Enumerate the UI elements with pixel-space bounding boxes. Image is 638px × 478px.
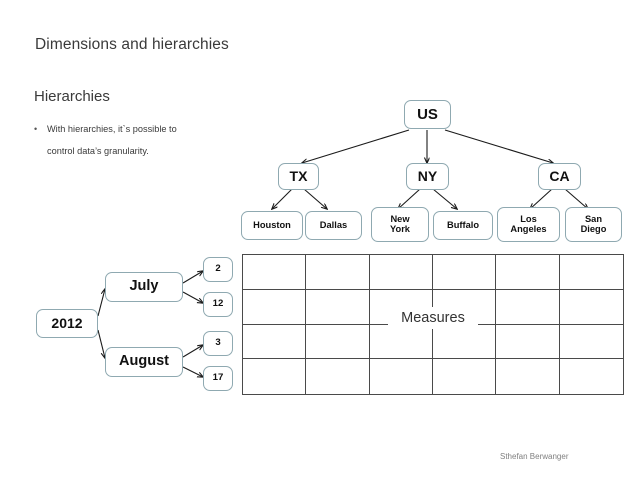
measures-cell[interactable] bbox=[243, 324, 307, 360]
node-ny[interactable]: NY bbox=[406, 163, 449, 190]
measures-cell[interactable] bbox=[306, 255, 370, 290]
node-day-3[interactable]: 3 bbox=[203, 331, 233, 356]
measures-cell[interactable] bbox=[433, 359, 497, 394]
measures-cell[interactable] bbox=[496, 255, 560, 290]
list-item: • With hierarchies, it`s possible to bbox=[34, 118, 239, 140]
node-new-york-line-2: York bbox=[390, 223, 410, 234]
measures-cell[interactable] bbox=[560, 359, 623, 394]
node-year-2012[interactable]: 2012 bbox=[36, 309, 98, 338]
section-title: Hierarchies bbox=[34, 88, 110, 105]
measures-grid bbox=[242, 254, 624, 395]
measures-cell[interactable] bbox=[243, 359, 307, 394]
measures-cell[interactable] bbox=[369, 255, 433, 290]
node-dallas[interactable]: Dallas bbox=[305, 211, 362, 240]
node-tx[interactable]: TX bbox=[278, 163, 319, 190]
bullet-text-line-2: control data’s granularity. bbox=[47, 146, 149, 156]
measures-cell[interactable] bbox=[370, 359, 433, 394]
bullet-text-line-1: With hierarchies, it`s possible to bbox=[47, 124, 177, 134]
list-item-continuation: control data’s granularity. bbox=[34, 140, 239, 162]
node-san-diego[interactable]: San Diego bbox=[565, 207, 622, 242]
node-houston[interactable]: Houston bbox=[241, 211, 303, 240]
bullet-point-icon: • bbox=[34, 124, 38, 134]
measures-cell[interactable] bbox=[496, 324, 560, 360]
measures-cell[interactable] bbox=[369, 289, 433, 325]
node-us[interactable]: US bbox=[404, 100, 451, 129]
measures-cell[interactable] bbox=[243, 255, 307, 290]
node-new-york[interactable]: New York bbox=[371, 207, 429, 242]
node-month-august[interactable]: August bbox=[105, 347, 183, 377]
node-day-2[interactable]: 2 bbox=[203, 257, 233, 282]
measures-cell[interactable] bbox=[306, 359, 370, 394]
node-san-diego-line-1: San bbox=[584, 213, 603, 224]
node-day-12[interactable]: 12 bbox=[203, 292, 233, 317]
node-los-angeles-line-2: Angeles bbox=[510, 223, 547, 234]
node-month-july[interactable]: July bbox=[105, 272, 183, 302]
measures-cell[interactable] bbox=[496, 289, 560, 325]
bullet-list: • With hierarchies, it`s possible to con… bbox=[34, 118, 239, 162]
node-buffalo[interactable]: Buffalo bbox=[433, 211, 493, 240]
node-day-17[interactable]: 17 bbox=[203, 366, 233, 391]
measures-cell[interactable] bbox=[559, 255, 623, 290]
measures-cell[interactable] bbox=[559, 325, 623, 360]
node-los-angeles-line-1: Los bbox=[520, 213, 537, 224]
measures-cell[interactable] bbox=[432, 289, 497, 325]
measures-cell[interactable] bbox=[432, 324, 497, 360]
measures-cell[interactable] bbox=[243, 289, 307, 325]
measures-cell[interactable] bbox=[559, 290, 623, 325]
measures-cell[interactable] bbox=[369, 324, 433, 360]
measures-cell[interactable] bbox=[306, 289, 370, 325]
measures-cell[interactable] bbox=[306, 324, 370, 360]
node-new-york-line-1: New bbox=[390, 213, 410, 224]
measures-cell[interactable] bbox=[432, 255, 497, 290]
measures-cell[interactable] bbox=[496, 359, 560, 394]
node-los-angeles[interactable]: Los Angeles bbox=[497, 207, 560, 242]
page-title: Dimensions and hierarchies bbox=[35, 36, 229, 53]
footer-credit: Sthefan Berwanger bbox=[500, 452, 569, 461]
node-ca[interactable]: CA bbox=[538, 163, 581, 190]
node-san-diego-line-2: Diego bbox=[580, 223, 607, 234]
